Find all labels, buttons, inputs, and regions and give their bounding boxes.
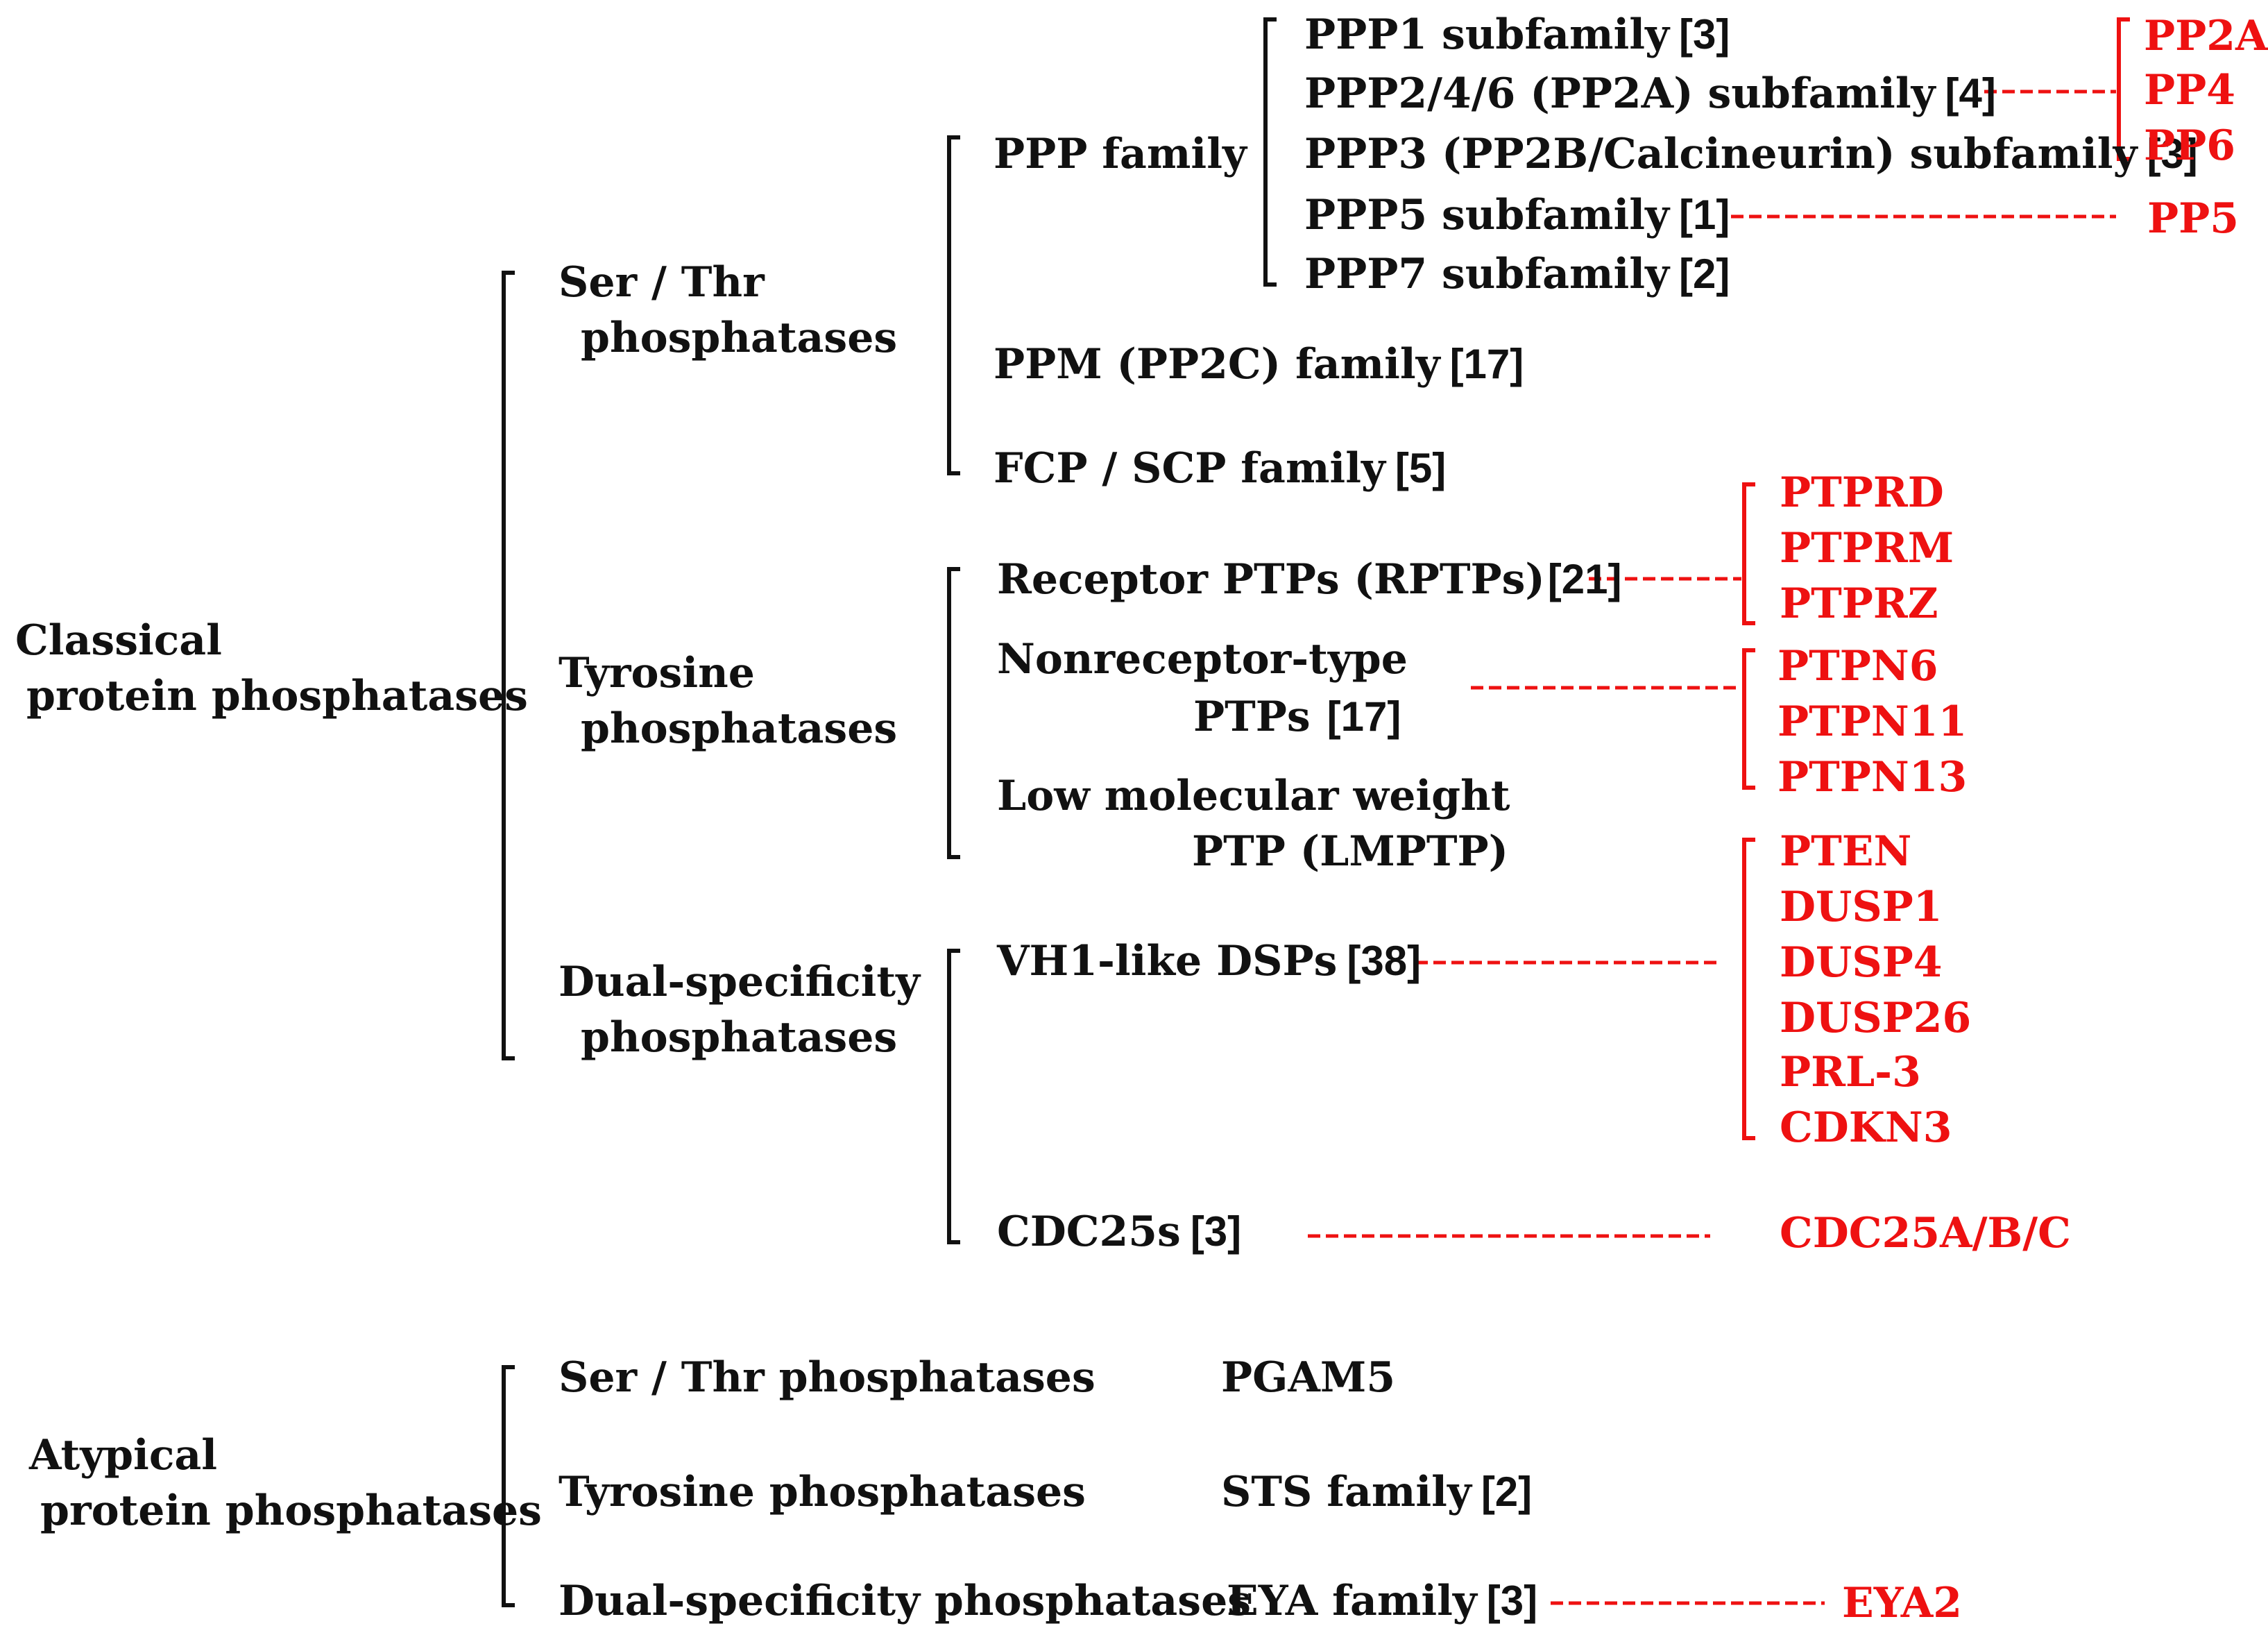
pp6-member: PP6 [2144, 121, 2235, 170]
dusp26-member: DUSP26 [1780, 994, 1972, 1042]
atypical-tyrosine-label: Tyrosine phosphatases [559, 1468, 1086, 1516]
rptp-family: Receptor PTPs (RPTPs)[21] [997, 555, 1622, 604]
pp5-member: PP5 [2147, 194, 2239, 243]
lmptp-label-line1: Low molecular weight [997, 772, 1510, 820]
bracket-ppp-subfamilies [1263, 17, 1277, 287]
atypical-dual-label: Dual-specificity phosphatases [559, 1577, 1252, 1625]
bracket-vh1-members [1742, 838, 1755, 1140]
ptpn6-member: PTPN6 [1777, 642, 1938, 691]
atypical-title-line1: Atypical [29, 1431, 218, 1480]
ptpn13-member: PTPN13 [1777, 753, 1968, 802]
ppp5-subfamily: PPP5 subfamily[1] [1304, 191, 1730, 239]
nonreceptor-label-line2: PTPs[17] [1193, 693, 1401, 741]
prl3-member: PRL-3 [1780, 1048, 1921, 1097]
bracket-rptp-members [1742, 482, 1755, 625]
ptpn11-member: PTPN11 [1777, 697, 1968, 746]
pten-member: PTEN [1780, 827, 1912, 876]
pp4-member: PP4 [2144, 66, 2235, 115]
bracket-pp2a-members [2117, 17, 2130, 161]
cdc25-family: CDC25s[3] [997, 1208, 1242, 1256]
ptprz-member: PTPRZ [1780, 579, 1938, 628]
dual-label-line2: phosphatases [581, 1013, 898, 1062]
sts-family: STS family[2] [1221, 1468, 1533, 1516]
fcp-family: FCP / SCP family[5] [994, 444, 1447, 493]
ser-thr-label-line2: phosphatases [581, 314, 898, 362]
dusp1-member: DUSP1 [1780, 883, 1943, 931]
nonreceptor-label-line1: Nonreceptor-type [997, 635, 1408, 684]
ppp7-subfamily: PPP7 subfamily[2] [1304, 250, 1730, 298]
lmptp-label-line2: PTP (LMPTP) [1192, 827, 1509, 876]
ppp-family-label: PPP family [994, 130, 1247, 178]
bracket-ser-thr-families [947, 135, 960, 475]
ptprm-member: PTPRM [1780, 524, 1954, 573]
atypical-title-line2: protein phosphatases [40, 1487, 542, 1535]
eya2-member: EYA2 [1842, 1579, 1963, 1627]
classical-title-line2: protein phosphatases [26, 672, 528, 720]
vh1-family: VH1-like DSPs[38] [997, 937, 1422, 985]
pp2a-member: PP2A [2144, 12, 2268, 60]
bracket-nonreceptor-members [1742, 648, 1755, 790]
classical-title-line1: Classical [15, 616, 222, 665]
ppp1-subfamily: PPP1 subfamily[3] [1304, 10, 1730, 59]
tyrosine-label-line2: phosphatases [581, 704, 898, 753]
bracket-dual-families [947, 949, 960, 1244]
bracket-tyrosine-families [947, 567, 960, 859]
tyrosine-label-line1: Tyrosine [559, 649, 755, 697]
pgam5-family: PGAM5 [1221, 1353, 1396, 1402]
dual-label-line1: Dual-specificity [559, 958, 920, 1006]
eya-family: EYA family[3] [1227, 1577, 1538, 1625]
bracket-classical-types [502, 271, 515, 1060]
ppp3-subfamily: PPP3 (PP2B/Calcineurin) subfamily[3] [1304, 130, 2198, 178]
cdc25abc-member: CDC25A/B/C [1780, 1209, 2071, 1258]
ptprd-member: PTPRD [1780, 468, 1944, 517]
bracket-atypical-types [502, 1365, 515, 1607]
cdkn3-member: CDKN3 [1780, 1103, 1952, 1152]
atypical-ser-thr-label: Ser / Thr phosphatases [559, 1353, 1095, 1402]
ser-thr-label-line1: Ser / Thr [559, 258, 765, 307]
ppp2-subfamily: PPP2/4/6 (PP2A) subfamily[4] [1304, 69, 1996, 118]
dusp4-member: DUSP4 [1780, 938, 1943, 987]
ppm-family: PPM (PP2C) family[17] [994, 340, 1524, 389]
